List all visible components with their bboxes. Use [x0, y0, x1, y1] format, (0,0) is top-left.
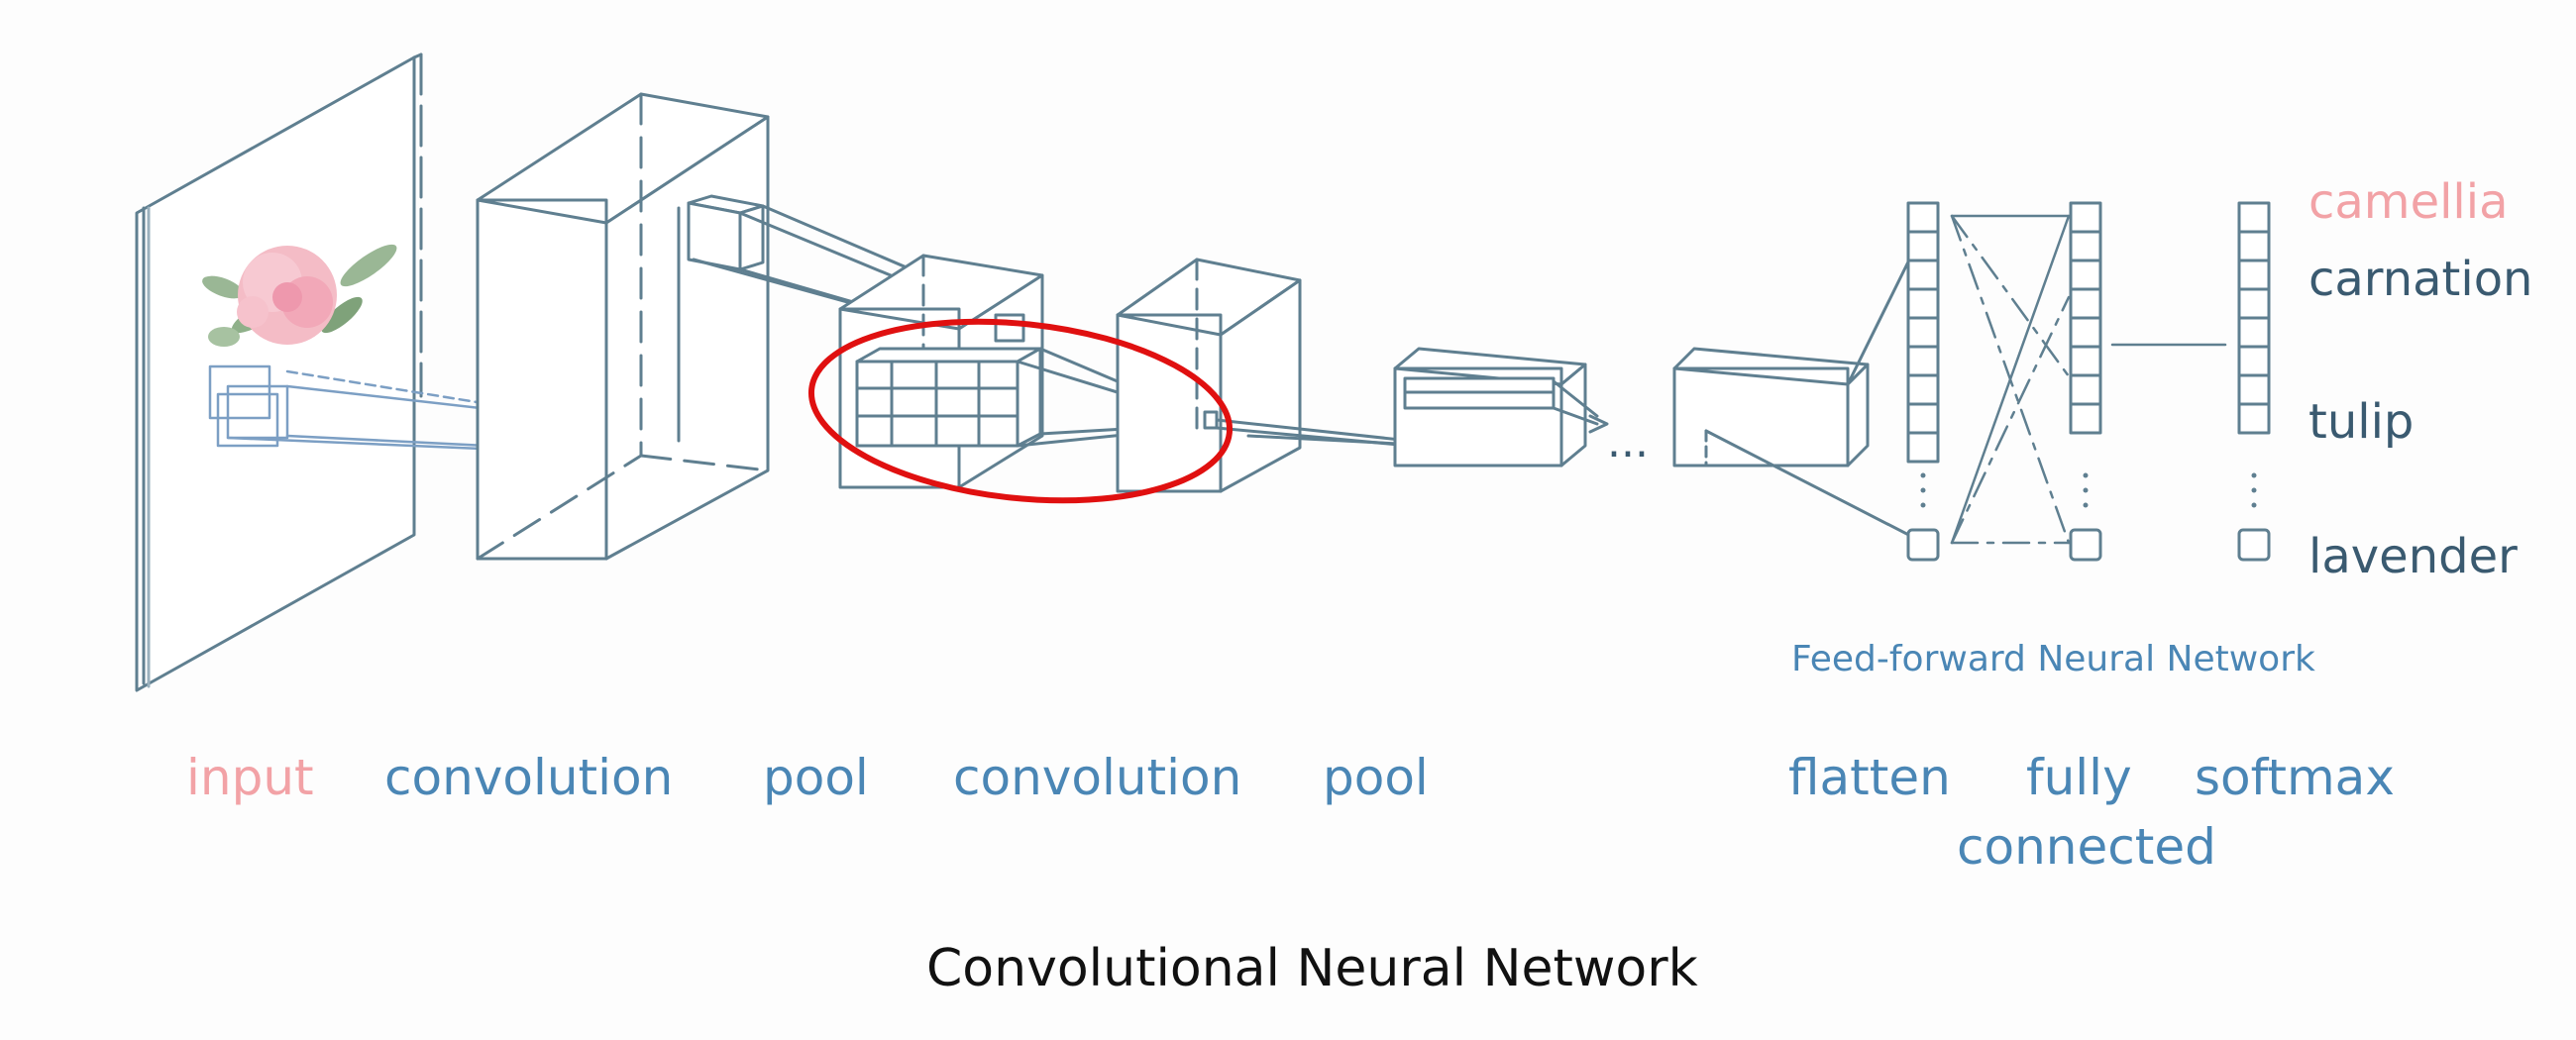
flatten-neuron-column — [1906, 201, 1940, 562]
ffnn-connections — [1950, 214, 2227, 545]
flower-image — [202, 244, 397, 347]
ellipsis-dot — [2251, 472, 2257, 478]
conv2-block — [1116, 258, 1476, 493]
layer-label-softmax: softmax — [2195, 749, 2395, 806]
ffnn-caption: Feed-forward Neural Network — [1791, 639, 2315, 679]
ellipsis-dot — [2083, 502, 2089, 508]
layer-label-input: input — [186, 749, 314, 806]
fully-connected-neuron-column — [2069, 201, 2102, 562]
layer-label-flatten: flatten — [1788, 749, 1951, 806]
class-label-lavender: lavender — [2308, 529, 2518, 584]
pool2-block — [1393, 347, 1609, 468]
ellipsis-label: ... — [1607, 417, 1649, 468]
input-image-panel — [135, 52, 423, 692]
neuron-last — [2237, 528, 2271, 562]
class-label-camellia: camellia — [2308, 174, 2509, 230]
ellipsis-dot — [2251, 502, 2257, 508]
neuron-last — [1906, 528, 1940, 562]
layer-label-pool-1: pool — [763, 749, 869, 806]
highlight-ellipse — [807, 318, 1234, 504]
ellipsis-dot — [1920, 472, 1926, 478]
class-label-carnation: carnation — [2308, 252, 2533, 307]
neuron-stack — [1906, 201, 1940, 464]
ellipsis-dot — [1920, 502, 1926, 508]
pool1-kernel — [855, 347, 1213, 448]
neuron-last — [2069, 528, 2102, 562]
flatten-block — [1672, 228, 1926, 545]
softmax-neuron-column — [2237, 201, 2271, 562]
ellipsis-dot — [1920, 487, 1926, 493]
ellipsis-dot — [2083, 472, 2089, 478]
ellipsis-dot — [2083, 487, 2089, 493]
ellipsis-dot — [2251, 487, 2257, 493]
conv1-block — [476, 92, 770, 561]
layer-label-convolution-2: convolution — [953, 749, 1242, 806]
class-label-tulip: tulip — [2308, 394, 2415, 450]
diagram-title: Convolutional Neural Network — [926, 939, 1698, 998]
layer-label-convolution-1: convolution — [384, 749, 674, 806]
layer-label-pool-2: pool — [1323, 749, 1429, 806]
layer-label-connected: connected — [1957, 818, 2216, 876]
layer-label-fully: fully — [2026, 749, 2132, 806]
